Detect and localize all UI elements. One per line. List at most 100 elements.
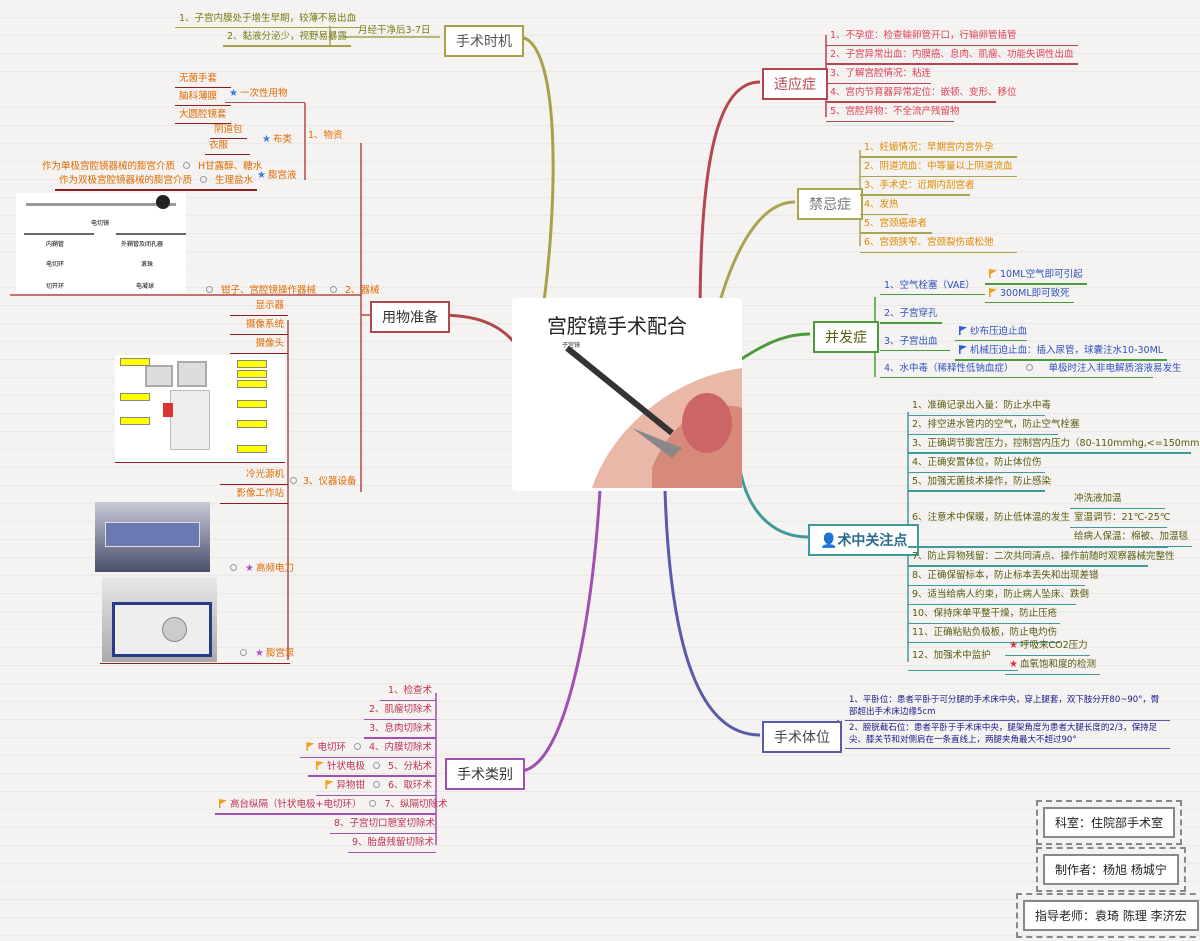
tool-label: 异物钳 [336, 780, 365, 791]
disposable-sub: 大圆腔镜套 [175, 106, 231, 124]
label: 单极时注入非电解质溶液易发生 [1048, 363, 1182, 374]
collapse-toggle[interactable] [240, 649, 247, 656]
complication-sub: 机械压迫止血：插入尿管，球囊注水10-30ML [955, 344, 1168, 361]
image-label: 外鞘管及闭孔器 [121, 241, 164, 248]
uterus-illustration [565, 345, 742, 488]
image-label: 电切环 [46, 261, 65, 268]
collapse-toggle[interactable] [372, 781, 380, 788]
label: 术中关注点 [837, 533, 908, 549]
equipment-label: 3、仪器设备 [290, 473, 357, 487]
collapse-toggle[interactable] [353, 743, 361, 750]
flag-icon [315, 761, 324, 770]
instrument-image: 电切镜 内鞘管 外鞘管及闭孔器 电切环 滚珠 切开环 电凝球 [16, 193, 186, 293]
complication-item: 3、子宫出血 [880, 335, 950, 351]
warm-item: 室温调节：21℃-25℃ [1070, 509, 1170, 528]
flag-icon [989, 288, 997, 297]
collapse-toggle[interactable] [372, 762, 380, 769]
collapse-toggle[interactable] [1025, 364, 1033, 371]
flag-icon [306, 742, 315, 751]
equipment-item: 冷光源机 [220, 466, 288, 485]
linen-sub: 阴道包 [210, 123, 247, 139]
collapse-toggle[interactable] [290, 477, 297, 484]
flag-icon [959, 326, 967, 335]
label: 膨宫泵 [265, 648, 295, 659]
label: 布类 [272, 134, 292, 145]
indication-item: 3、了解宫腔情况：粘连 [826, 65, 931, 84]
collapse-toggle[interactable] [369, 800, 377, 807]
star-icon: ★ [1009, 659, 1018, 670]
indication-item: 2、子宫异常出血：内膜癌、息肉、肌瘤、功能失调性出血 [826, 46, 1078, 65]
category-item: 异物钳 6、取环术 [316, 777, 436, 796]
complication-sub: 10ML空气即可引起 [985, 268, 1087, 285]
label: 5、分粘术 [387, 761, 432, 772]
intraop-item: 5、加强无菌技术操作，防止感染 [908, 473, 1051, 492]
intraop-item: 11、正确粘贴负极板，防止电灼伤 [908, 624, 1060, 643]
advisors-box: 指导老师：袁琦 陈理 李济宏 [1016, 893, 1200, 938]
image-label: 电切镜 [91, 220, 110, 227]
contra-item: 2、阴道流血：中等量以上阴道流血 [860, 158, 1017, 177]
collapse-toggle[interactable] [183, 162, 191, 169]
star-icon: ★ [229, 88, 238, 99]
collapse-toggle[interactable] [330, 286, 338, 293]
intraop-node[interactable]: 👤术中关注点 [808, 524, 920, 556]
collapse-toggle[interactable] [200, 176, 208, 183]
equipment-starred: ★高频电刀 [222, 560, 294, 574]
label: 4、水中毒（稀释性低钠血症） [884, 363, 1014, 374]
label: 3、仪器设备 [303, 476, 357, 487]
label: 膨宫液 [267, 170, 297, 181]
category-node[interactable]: 手术类别 [445, 758, 525, 790]
intraop-item: 8、正确保留标本，防止标本丢失和出现差错 [908, 567, 1099, 586]
intraop-item: 9、适当给病人约束，防止病人坠床、跌倒 [908, 586, 1089, 605]
electrosurgical-unit-image [95, 502, 210, 572]
intraop-item: 4、正确安置体位，防止体位伤 [908, 454, 1045, 473]
department-box: 科室：住院部手术室 [1036, 800, 1183, 845]
collapse-toggle[interactable] [206, 286, 213, 293]
disposable-item: ★一次性用物 [225, 87, 305, 103]
contra-item: 6、宫颈狭窄、宫颈裂伤或松弛 [860, 234, 1017, 253]
star-icon: ★ [245, 563, 254, 574]
position-item: 1、平卧位：患者平卧于可分腿的手术床中央，穿上腿套，双下肢分开80~90°，臀部… [845, 694, 1170, 721]
center-node[interactable]: 宫腔镜手术配合 子宫镜 [512, 298, 742, 491]
label: 6、取环术 [387, 780, 432, 791]
authors-box: 制作者：杨旭 杨城宁 [1036, 847, 1186, 892]
label: 一次性用物 [239, 88, 288, 99]
equipment-item: 摄像系统 [230, 316, 288, 335]
intraop-item: 3、正确调节膨宫压力，控制宫内压力（80-110mmhg,<=150mmhg） [908, 435, 1200, 454]
timing-item: 1、子宫内膜处于增生早期，较薄不易出血 [175, 12, 361, 28]
indication-node[interactable]: 适应症 [762, 68, 828, 100]
warm-item: 冲洗液加温 [1070, 490, 1165, 509]
label: 钳子、宫腔镜操作器械 [221, 285, 317, 296]
image-label: 切开环 [46, 283, 65, 290]
intraop-item: 2、排空进水管内的空气，防止空气栓塞 [908, 416, 1080, 435]
tool-label: 电切环 [317, 742, 346, 753]
label: 300ML即可致死 [1000, 288, 1070, 299]
collapse-toggle[interactable] [230, 564, 237, 571]
star-icon: ★ [262, 134, 271, 145]
note: 作为单极宫腔镜器械的膨宫介质 [42, 161, 176, 172]
category-item: 9、胎盘残留切除术 [348, 834, 436, 853]
indication-item: 4、宫内节育器异常定位：嵌顿、变形、移位 [826, 84, 1017, 103]
flag-icon [989, 269, 997, 278]
position-node[interactable]: 手术体位 [762, 721, 842, 753]
contra-item: 5、宫颈癌患者 [860, 215, 932, 234]
flag-icon [219, 799, 227, 808]
fluid-sub: 作为双极宫腔镜器械的膨宫介质生理盐水 [55, 174, 258, 191]
intraop-item: 7、防止异物残留：二次共同清点、操作前随时观察器械完整性 [908, 548, 1175, 567]
timing-node[interactable]: 手术时机 [444, 25, 524, 57]
category-item: 2、肌瘤切除术 [364, 701, 436, 720]
supplies-node[interactable]: 用物准备 [370, 301, 450, 333]
image-label: 滚珠 [141, 261, 154, 268]
scope-label: 子宫镜 [562, 342, 581, 349]
complication-node[interactable]: 并发症 [813, 321, 879, 353]
timing-sub: 月经干净后3-7日 [358, 25, 431, 36]
intraop-item: 1、准确记录出入量：防止水中毒 [908, 397, 1051, 416]
advisors-label: 指导老师：袁琦 陈理 李济宏 [1023, 900, 1199, 931]
image-label: 内鞘管 [46, 241, 65, 248]
user-icon: 👤 [820, 533, 838, 549]
contraindication-node[interactable]: 禁忌症 [797, 188, 863, 220]
disposable-sub: 脑科薄膜 [175, 88, 231, 106]
